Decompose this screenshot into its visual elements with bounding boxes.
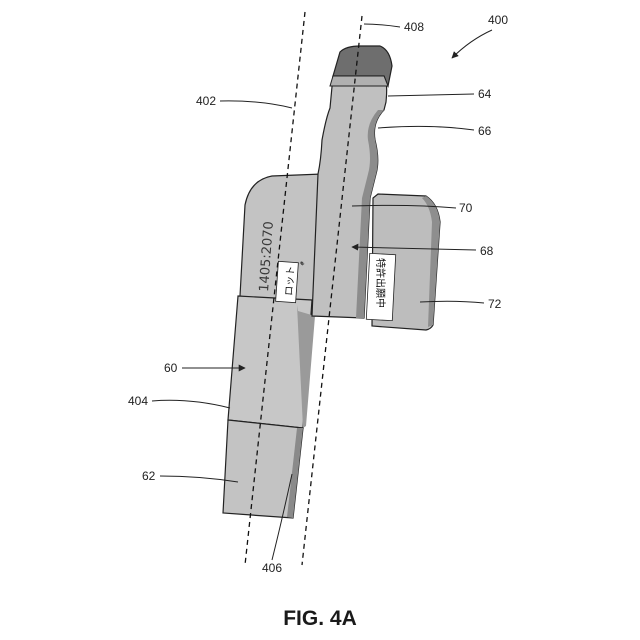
leader-66 [378,126,474,130]
head-cap-64 [330,46,392,86]
ref-70: 70 [459,201,473,215]
ref-68: 68 [480,244,494,258]
lot-mark-text: # [299,261,306,267]
lower-leg-60 [228,296,315,428]
leader-400 [452,30,492,58]
tip-portion-62 [223,420,303,518]
ref-64: 64 [478,87,492,101]
ref-406: 406 [262,561,282,575]
patent-label: 特許出願中 [366,253,395,320]
leader-404 [152,400,230,408]
leader-64 [388,94,474,96]
ref-408: 408 [404,20,424,34]
patent-label-text: 特許出願中 [374,258,387,308]
ref-72: 72 [488,297,502,311]
ref-402: 402 [196,94,216,108]
lot-label-text: ロット [284,266,297,297]
ref-66: 66 [478,124,492,138]
ref-62: 62 [142,469,156,483]
ref-400: 400 [488,13,508,27]
ref-404: 404 [128,394,148,408]
ref-60: 60 [164,361,178,375]
leader-408 [364,24,400,27]
leader-402 [220,101,292,108]
figure-caption: FIG. 4A [283,607,357,630]
